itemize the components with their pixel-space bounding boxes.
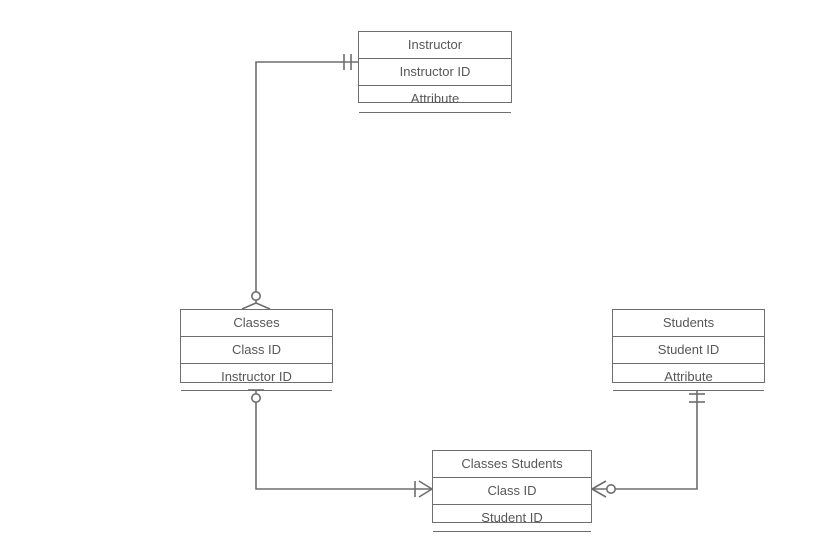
connector-students-classesstudents [591,390,705,498]
connector-classes-classesstudents [248,389,433,498]
entity-students[interactable]: Students Student ID Attribute [612,309,765,391]
entity-classes-students[interactable]: Classes Students Class ID Student ID [432,450,592,532]
entity-classes[interactable]: Classes Class ID Instructor ID [180,309,333,391]
cardinality-zero-or-many-junction-right [591,480,616,498]
entity-students-field-0: Student ID [613,336,764,363]
cardinality-one-or-many-junction-left [414,480,433,498]
entity-classes-students-filler [433,531,591,540]
entity-students-title: Students [662,315,715,330]
entity-students-filler [613,390,764,399]
cardinality-one-and-only-one-instructor [343,54,352,70]
entity-classes-field-0: Class ID [181,336,332,363]
connector-classes-instructor [241,54,358,310]
entity-students-field-1: Attribute [613,363,764,390]
entity-classes-field-1: Instructor ID [181,363,332,390]
entity-instructor-field-1: Attribute [359,85,511,112]
entity-classes-students-title: Classes Students [461,456,563,471]
entity-classes-students-field-0: Class ID [433,477,591,504]
entity-instructor-field-0: Instructor ID [359,58,511,85]
entity-instructor-filler [359,112,511,121]
entity-instructor-title: Instructor [407,37,463,52]
cardinality-zero-or-many-classes-top [241,290,271,310]
entity-classes-filler [181,390,332,399]
entity-classes-students-field-1: Student ID [433,504,591,531]
entity-classes-title: Classes [233,315,280,330]
entity-instructor[interactable]: Instructor Instructor ID Attribute [358,31,512,113]
